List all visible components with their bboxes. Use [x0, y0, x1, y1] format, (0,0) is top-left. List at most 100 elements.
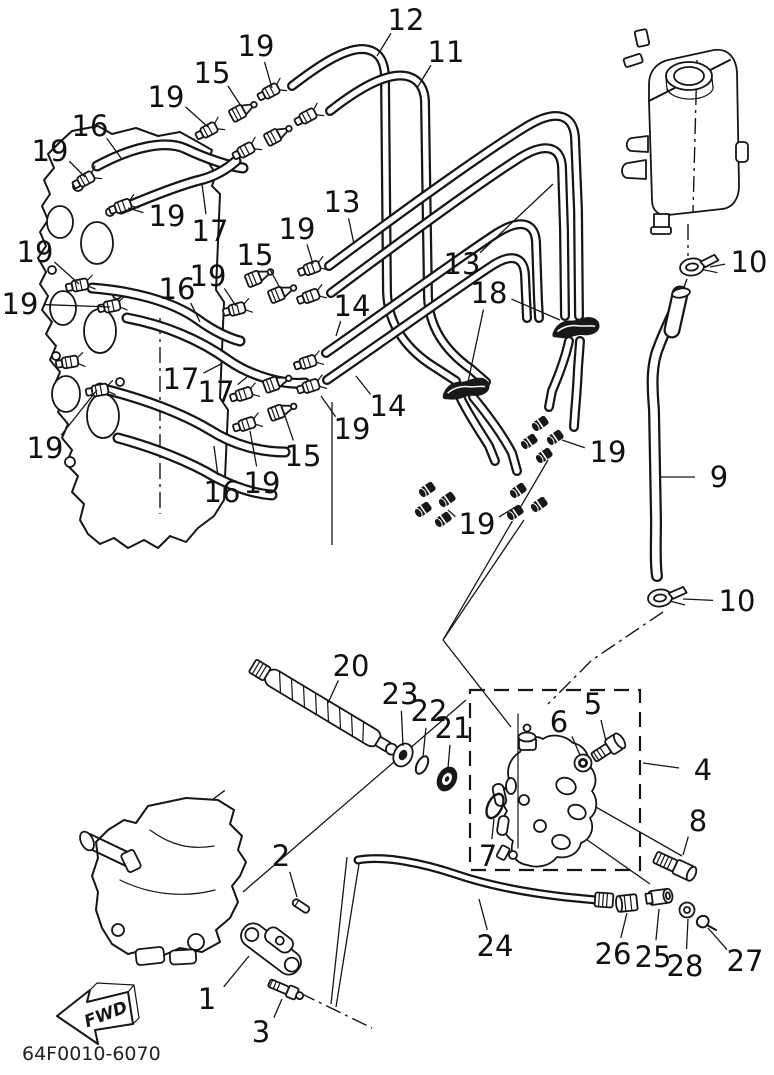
- hose-joint-icon: [262, 120, 296, 148]
- pump-drive-shaft: [248, 659, 398, 756]
- leader-line: [227, 85, 242, 107]
- bolt-5: [590, 732, 627, 763]
- callout-23: 23: [382, 677, 419, 711]
- washer-6: [573, 753, 593, 773]
- leader-line: [289, 871, 298, 898]
- leader-line: [561, 439, 585, 449]
- callout-19: 19: [149, 199, 186, 233]
- hose-clamp-icon: [192, 116, 226, 144]
- callout-17: 17: [163, 362, 200, 396]
- hose-clamp-icon: [230, 412, 264, 436]
- construction-lines: [242, 224, 689, 1029]
- leader-line: [709, 263, 726, 268]
- callout-2: 2: [272, 839, 290, 873]
- callout-19: 19: [279, 212, 316, 246]
- cap-icon: [517, 432, 540, 452]
- callout-27: 27: [727, 944, 764, 978]
- cap-icon: [532, 446, 555, 466]
- callout-19: 19: [244, 466, 281, 500]
- tank-outlet: [653, 213, 670, 229]
- leader-line: [249, 430, 258, 467]
- callout-16: 16: [159, 272, 196, 306]
- oil-seal-21: [436, 766, 458, 792]
- elbow-25: [644, 887, 674, 906]
- callout-13: 13: [444, 247, 481, 281]
- leader-line: [53, 261, 80, 285]
- callout-4: 4: [694, 753, 712, 787]
- oil-pump-assembly: [491, 713, 598, 868]
- leader-line: [400, 710, 404, 747]
- hose-clamp-icon: [291, 350, 325, 374]
- leader-line: [376, 32, 392, 57]
- leader-line: [320, 395, 337, 417]
- cap-icon: [411, 500, 434, 520]
- leader-line: [327, 680, 339, 704]
- callout-22: 22: [411, 694, 448, 728]
- wire-clamp-icon: [646, 585, 689, 609]
- leader-line: [263, 61, 273, 89]
- leader-line: [571, 736, 581, 756]
- hose-joint-icon: [266, 398, 300, 423]
- leader-line: [682, 836, 689, 856]
- cap-icon: [527, 495, 550, 515]
- leader-line: [642, 762, 680, 769]
- leader-line: [416, 64, 432, 89]
- leader-line: [213, 445, 219, 476]
- hose-joint-icon: [227, 96, 261, 124]
- leader-line: [479, 183, 554, 254]
- callout-19: 19: [238, 29, 275, 63]
- oil-hoses-13-14: [321, 111, 585, 476]
- pin-2: [291, 898, 311, 914]
- leader-line: [447, 509, 456, 518]
- leader-line: [491, 818, 495, 840]
- leader-line: [511, 298, 561, 321]
- callout-16: 16: [204, 475, 241, 509]
- callout-26: 26: [595, 937, 632, 971]
- tank-tab-right: [735, 141, 749, 163]
- leader-line: [283, 412, 294, 441]
- nut-26: [615, 893, 639, 913]
- callout-15: 15: [285, 439, 322, 473]
- callout-19: 19: [334, 412, 371, 446]
- leader-line: [237, 376, 248, 386]
- leader-line: [422, 727, 427, 758]
- leader-line: [467, 309, 485, 383]
- fitting-8: [652, 851, 698, 882]
- callout-12: 12: [388, 3, 425, 37]
- leader-line: [201, 183, 207, 215]
- leader-line: [447, 744, 451, 769]
- callout-7: 7: [479, 839, 497, 873]
- leader-line: [478, 898, 488, 931]
- fwd-label: FWD: [82, 998, 131, 1033]
- leader-line: [43, 303, 111, 308]
- callout-6: 6: [550, 705, 568, 739]
- leader-line: [306, 244, 314, 265]
- callout-19: 19: [459, 507, 496, 541]
- callout-19: 19: [190, 259, 227, 293]
- leader-line: [223, 288, 237, 307]
- callout-19: 19: [590, 435, 627, 469]
- cap-icon: [435, 490, 458, 510]
- oil-hoses-11-12: [287, 44, 491, 387]
- callout-10: 10: [731, 245, 768, 279]
- figure-code: 64F0010-6070: [22, 1043, 161, 1065]
- clip-27: [695, 914, 717, 931]
- fwd-arrow: FWD: [56, 982, 140, 1045]
- lower-engine-unit: [79, 787, 247, 966]
- callout-13: 13: [324, 185, 361, 219]
- callout-10: 10: [719, 584, 756, 618]
- callout-15: 15: [194, 56, 231, 90]
- leader-line: [335, 320, 342, 337]
- washer-28: [678, 901, 696, 919]
- callout-19: 19: [2, 287, 39, 321]
- tank-tab: [625, 135, 649, 153]
- callout-17: 17: [198, 375, 235, 409]
- leader-line: [127, 207, 144, 214]
- oil-feed-hose: [646, 285, 691, 582]
- tank-peg: [622, 53, 644, 68]
- cap-icon: [528, 414, 551, 434]
- callout-3: 3: [252, 1015, 270, 1049]
- leader-line: [273, 998, 283, 1018]
